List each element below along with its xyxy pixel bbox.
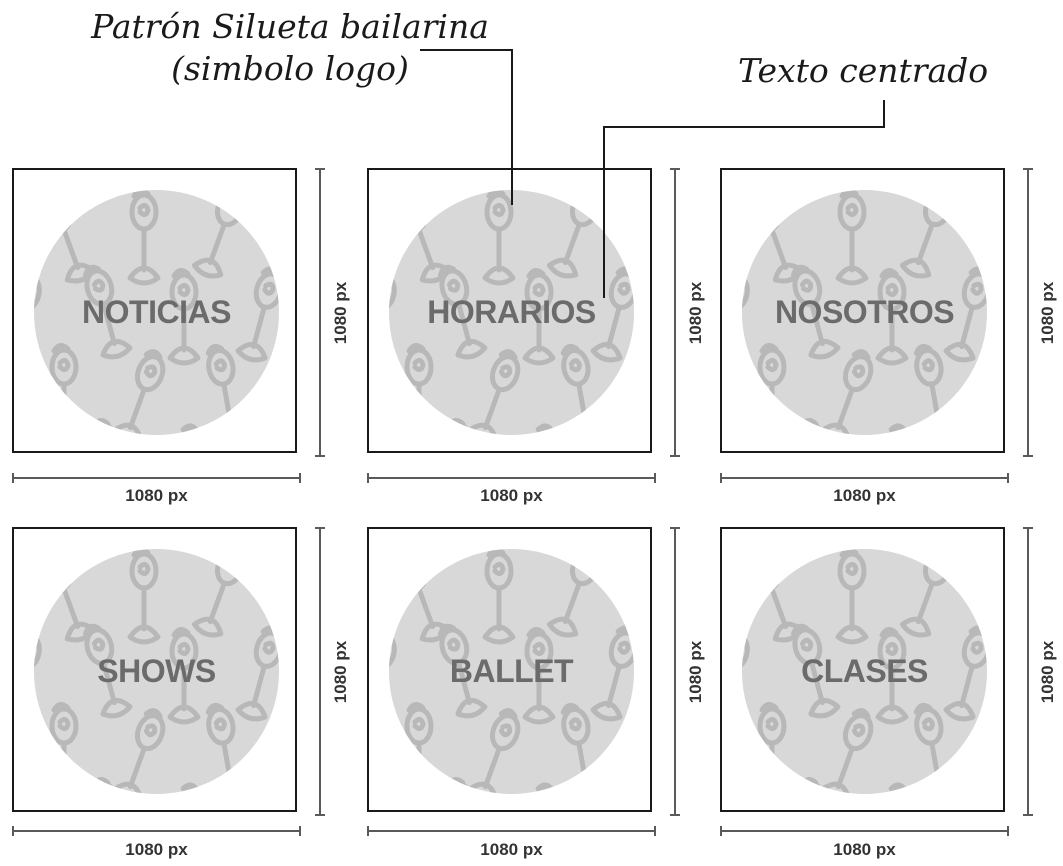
width-dimension-label: 1080 px: [125, 486, 188, 505]
pattern-annotation-line2: (simbolo logo): [171, 49, 409, 88]
tile-label: SHOWS: [97, 653, 216, 689]
pattern-circle: NOSOTROS: [742, 190, 987, 435]
pattern-circle: HORARIOS: [389, 190, 634, 435]
width-dimension-line: [367, 473, 656, 483]
width-dimension-label: 1080 px: [480, 486, 543, 505]
tile-frame: SHOWS: [12, 527, 297, 812]
pattern-circle: NOTICIAS: [34, 190, 279, 435]
ballerina-silhouette-icon: [34, 190, 279, 435]
width-dimension-label: 1080 px: [480, 840, 543, 859]
pattern-circle: SHOWS: [34, 549, 279, 794]
ballerina-silhouette-icon: [742, 190, 987, 435]
width-dimension-label: 1080 px: [833, 840, 896, 859]
tile-frame: NOSOTROS: [720, 168, 1005, 453]
width-dimension-line: [720, 473, 1009, 483]
pattern-annotation-line1: Patrón Silueta bailarina: [91, 7, 489, 46]
height-dimension-line: [670, 527, 680, 816]
tile-label: BALLET: [449, 653, 574, 689]
width-dimension-label: 1080 px: [125, 840, 188, 859]
height-dimension-line: [670, 168, 680, 457]
centered-text-leader-line: [603, 100, 885, 298]
height-dimension-line: [1023, 168, 1033, 457]
width-dimension-label: 1080 px: [833, 486, 896, 505]
width-dimension-line: [12, 473, 301, 483]
pattern-circle: BALLET: [389, 549, 634, 794]
ballerina-silhouette-icon: [742, 549, 987, 794]
pattern-leader-line: [420, 49, 513, 205]
ballerina-silhouette-icon: [389, 549, 634, 794]
tile-label: NOSOTROS: [774, 294, 955, 330]
pattern-annotation: Patrón Silueta bailarina (simbolo logo): [80, 6, 500, 90]
height-dimension-line: [1023, 527, 1033, 816]
height-dimension-line: [315, 168, 325, 457]
ballerina-silhouette-icon: [389, 190, 634, 435]
tile-label: HORARIOS: [427, 294, 596, 330]
width-dimension-line: [367, 826, 656, 836]
width-dimension-line: [720, 826, 1009, 836]
centered-text-annotation: Texto centrado: [738, 51, 989, 90]
height-dimension-line: [315, 527, 325, 816]
ballerina-silhouette-icon: [34, 549, 279, 794]
tile-frame: BALLET: [367, 527, 652, 812]
tile-label: NOTICIAS: [82, 294, 231, 330]
tile-frame: NOTICIAS: [12, 168, 297, 453]
pattern-circle: CLASES: [742, 549, 987, 794]
width-dimension-line: [12, 826, 301, 836]
tile-frame: HORARIOS: [367, 168, 652, 453]
tile-label: CLASES: [801, 653, 928, 689]
tile-frame: CLASES: [720, 527, 1005, 812]
